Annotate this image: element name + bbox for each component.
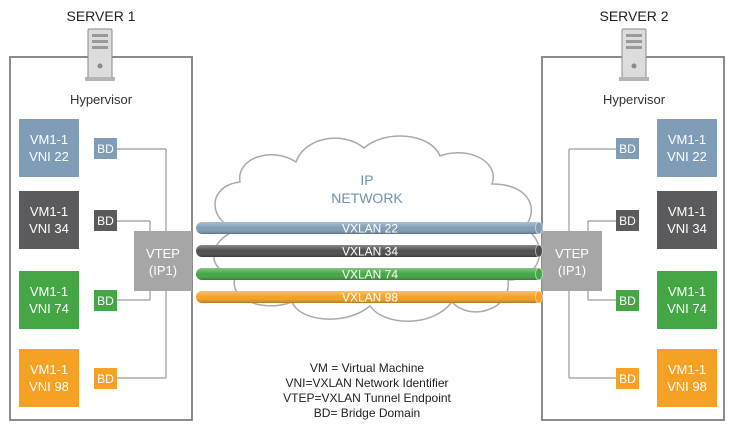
bridge-domain-label: BD (97, 142, 114, 156)
vxlan-tunnel: VXLAN 34 (196, 244, 543, 259)
server-1-vtep: VTEP (IP1) (134, 231, 192, 291)
bridge-domain-label: BD (619, 372, 636, 386)
server-1-title: SERVER 1 (67, 8, 136, 24)
bridge-domain-box: BD (94, 290, 117, 311)
bridge-domain-label: BD (97, 372, 114, 386)
server-2-vtep: VTEP (IP1) (542, 231, 602, 291)
server-2-vtep-label-line2: (IP1) (558, 263, 586, 278)
vxlan-tunnel-label: VXLAN 34 (342, 245, 398, 259)
bridge-domain-box: BD (94, 368, 117, 389)
legend: VM = Virtual Machine VNI=VXLAN Network I… (283, 361, 451, 420)
vm-vni: VNI 34 (667, 221, 707, 236)
legend-line-2: VNI=VXLAN Network Identifier (285, 376, 448, 390)
vxlan-tunnel: VXLAN 98 (196, 290, 543, 305)
vm-vni: VNI 98 (29, 379, 69, 394)
vm-name: VM1-1 (30, 362, 68, 377)
server-1-vtep-label-line1: VTEP (146, 246, 180, 261)
server-2-vtep-label-line1: VTEP (555, 246, 589, 261)
server-2-icon (619, 28, 649, 81)
legend-line-1: VM = Virtual Machine (310, 361, 424, 375)
server-1-hypervisor-label: Hypervisor (70, 92, 133, 107)
server-1-icon (85, 28, 115, 81)
bridge-domain-label: BD (619, 142, 636, 156)
bridge-domain-box: BD (94, 210, 117, 231)
vm-vni: VNI 74 (29, 301, 69, 316)
vm-name: VM1-1 (668, 284, 706, 299)
vxlan-tunnel-label: VXLAN 22 (342, 222, 398, 236)
bridge-domain-label: BD (97, 214, 114, 228)
bridge-domain-box: BD (616, 368, 639, 389)
vxlan-tunnel-label: VXLAN 98 (342, 291, 398, 305)
vm-vni: VNI 22 (29, 149, 69, 164)
vm-vni: VNI 22 (667, 149, 707, 164)
bridge-domain-label: BD (619, 294, 636, 308)
vm-name: VM1-1 (668, 362, 706, 377)
legend-line-4: BD= Bridge Domain (314, 406, 420, 420)
vm-name: VM1-1 (30, 132, 68, 147)
vxlan-tunnel: VXLAN 74 (196, 267, 543, 282)
server-1-vtep-label-line2: (IP1) (149, 263, 177, 278)
vm-vni: VNI 98 (667, 379, 707, 394)
network-label-line2: NETWORK (331, 190, 403, 206)
bridge-domain-box: BD (616, 290, 639, 311)
vxlan-tunnel-label: VXLAN 74 (342, 268, 398, 282)
vm-name: VM1-1 (30, 284, 68, 299)
bridge-domain-box: BD (616, 210, 639, 231)
vm-vni: VNI 34 (29, 221, 69, 236)
vm-name: VM1-1 (668, 204, 706, 219)
bridge-domain-label: BD (619, 214, 636, 228)
vm-name: VM1-1 (668, 132, 706, 147)
vxlan-tunnel: VXLAN 22 (196, 221, 543, 236)
bridge-domain-box: BD (616, 138, 639, 159)
legend-line-3: VTEP=VXLAN Tunnel Endpoint (283, 391, 451, 405)
network-label-line1: IP (360, 172, 373, 188)
server-2-title: SERVER 2 (600, 8, 669, 24)
bridge-domain-box: BD (94, 138, 117, 159)
server-2-hypervisor-label: Hypervisor (603, 92, 666, 107)
vm-name: VM1-1 (30, 204, 68, 219)
bridge-domain-label: BD (97, 294, 114, 308)
vm-vni: VNI 74 (667, 301, 707, 316)
vxlan-tunnels: VXLAN 22 VXLAN 34 VXLAN 74 VXLAN 98 (196, 221, 543, 305)
